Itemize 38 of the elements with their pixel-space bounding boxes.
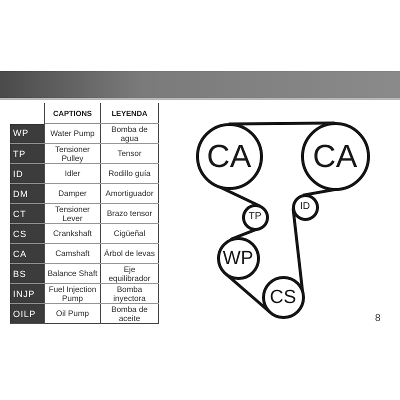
table-cell: Amortiguador (100, 184, 158, 204)
table-cell: Tensor (100, 144, 158, 164)
abbreviation-cell: CT (10, 204, 44, 224)
table-cell: Water Pump (44, 124, 100, 144)
pulley: CA (300, 122, 370, 190)
abbreviation-cell: WP (10, 124, 44, 144)
table-cell: Camshaft (44, 244, 100, 264)
abbreviation-cell: BS (10, 264, 44, 284)
table-cell: Cigüeñal (100, 224, 158, 244)
abbreviation-cell: CS (10, 224, 44, 244)
table-cell: Árbol de levas (100, 244, 158, 264)
table-cell: Balance Shaft (44, 264, 100, 284)
table-cell: Bomba de agua (100, 124, 158, 144)
table-cell: Bomba de aceite (100, 304, 158, 324)
abbreviation-cell: OILP (10, 304, 44, 324)
table-cell: Bomba inyectora (100, 284, 158, 304)
pulley: CS (262, 276, 304, 318)
pulley: ID (292, 194, 318, 220)
table-cell: Eje equilibrador (100, 264, 158, 284)
pulley: CA (196, 122, 262, 190)
abbreviation-cell: DM (10, 184, 44, 204)
belt-line (228, 122, 335, 126)
table-cell: Tensioner Pulley (44, 144, 100, 164)
pulley: TP (242, 204, 268, 230)
pulley: WP (216, 236, 260, 280)
table-cell: Brazo tensor (100, 204, 158, 224)
table-cell: Idler (44, 164, 100, 184)
table-cell: Fuel Injection Pump (44, 284, 100, 304)
abbreviation-cell: ID (10, 164, 44, 184)
table-cell: Oil Pump (44, 304, 100, 324)
figure-number: 8 (375, 313, 381, 324)
abbreviation-cell: INJP (10, 284, 44, 304)
table-cell: Tensioner Lever (44, 204, 100, 224)
abbreviation-cell: TP (10, 144, 44, 164)
abbreviation-cell: CA (10, 244, 44, 264)
table-cell: Rodillo guía (100, 164, 158, 184)
table-cell: Damper (44, 184, 100, 204)
table-cell: Crankshaft (44, 224, 100, 244)
